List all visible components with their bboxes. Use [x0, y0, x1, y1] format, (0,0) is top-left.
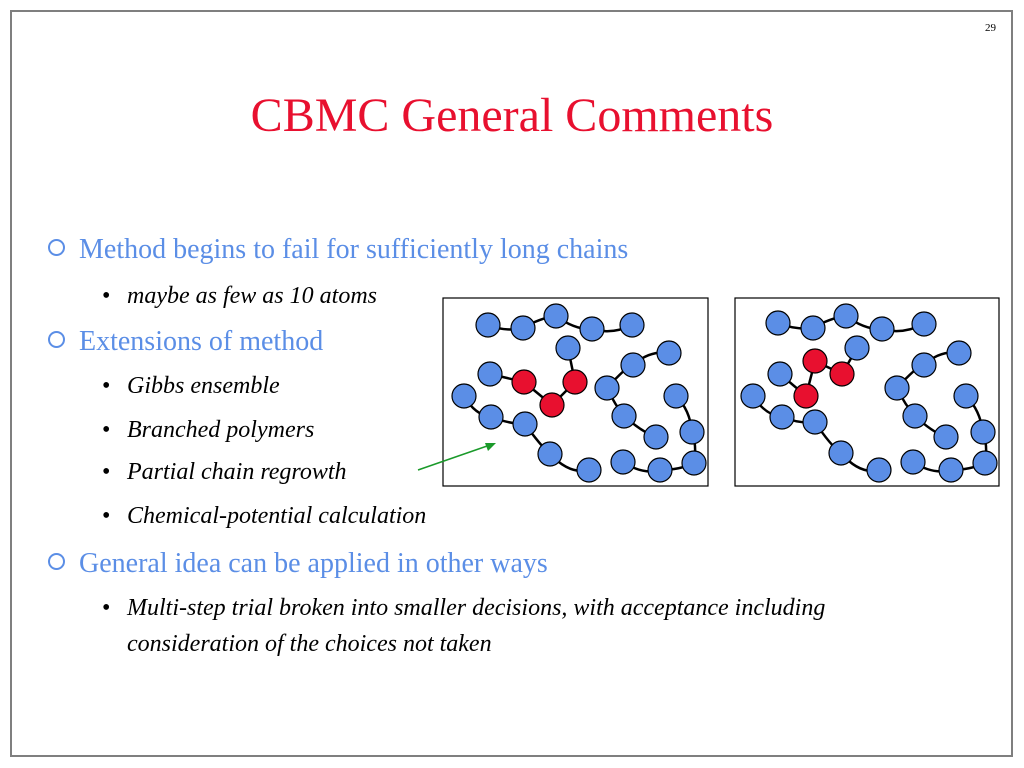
bullet-text: Partial chain regrowth [127, 459, 347, 485]
bullet-text: General idea can be applied in other way… [79, 548, 548, 579]
bullet-method-fails: Method begins to fail for sufficiently l… [48, 236, 628, 264]
bullet-text: Method begins to fail for sufficiently l… [79, 234, 629, 265]
bullet-text: Gibbs ensemble [127, 373, 280, 399]
bullet-dot-icon: • [102, 459, 111, 485]
slide-title: CBMC General Comments [250, 89, 774, 142]
bullet-dot-icon: • [102, 595, 111, 621]
hollow-circle-icon [48, 239, 65, 256]
bullet-dot-icon: • [102, 283, 111, 309]
chain-atoms [740, 303, 998, 483]
bullet-text: Chemical-potential calculation [127, 503, 427, 529]
bullet-general-idea: General idea can be applied in other way… [48, 550, 548, 578]
subbullet-multistep: • Multi-step trial broken into smaller de… [102, 590, 902, 662]
hollow-circle-icon [48, 553, 65, 570]
bullet-dot-icon: • [102, 503, 111, 529]
bullet-extensions: Extensions of method [48, 328, 323, 356]
bullet-text: Branched polymers [127, 417, 315, 443]
subbullet-chemical-potential: • Chemical-potential calculation [102, 504, 426, 528]
chain-atoms [451, 303, 707, 483]
subbullet-branched: • Branched polymers [102, 418, 314, 442]
arrow-icon [417, 443, 496, 471]
subbullet-gibbs: • Gibbs ensemble [102, 374, 280, 398]
bullet-text: Multi-step trial broken into smaller dec… [127, 595, 826, 657]
bullet-dot-icon: • [102, 417, 111, 443]
subbullet-few-atoms: • maybe as few as 10 atoms [102, 284, 377, 308]
slide-number: 29 [985, 22, 996, 34]
hollow-circle-icon [48, 331, 65, 348]
chain-diagram-before [442, 297, 709, 487]
chain-diagram-after [734, 297, 1000, 487]
bullet-text: maybe as few as 10 atoms [127, 283, 377, 309]
bullet-text: Extensions of method [79, 326, 324, 357]
subbullet-partial-regrowth: • Partial chain regrowth [102, 460, 347, 484]
bullet-dot-icon: • [102, 373, 111, 399]
